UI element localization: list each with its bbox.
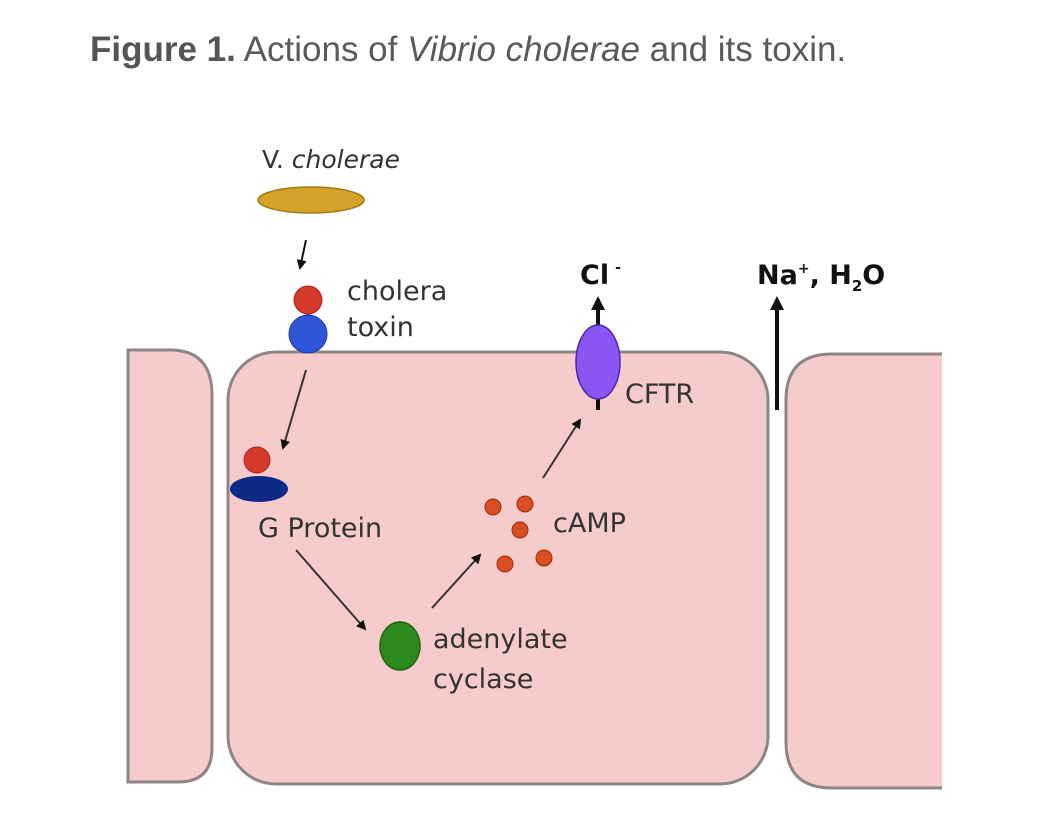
toxin-a-subunit [293, 285, 323, 315]
arrow-camp-to-cftr [542, 418, 582, 479]
right-cell [784, 352, 942, 790]
cftr-channel [575, 324, 621, 400]
arrow-adenylate-cyclase-to-camp [431, 553, 482, 609]
toxin-b-subunit [288, 314, 328, 354]
toxin-label-line1: cholera [347, 276, 447, 307]
adenylate-label-line2: cyclase [433, 664, 533, 695]
arrow-g-protein-to-adenylate-cyclase [295, 549, 367, 631]
chloride-label: Cl- [580, 260, 621, 291]
adenylate-cyclase [379, 621, 421, 671]
organism-label: V. cholerae [262, 145, 400, 174]
cftr-label: CFTR [625, 379, 694, 410]
adenylate-label-line1: adenylate [433, 624, 568, 655]
vibrio-cholerae-bacterium [257, 186, 365, 214]
arrow-toxin-to-g-protein [280, 369, 307, 450]
camp-molecule [535, 549, 553, 567]
sodium-water-label: Na+, H2O [757, 260, 885, 295]
g-protein-toxin-subunit [243, 446, 271, 474]
caption-text-2: and its toxin. [639, 30, 847, 69]
camp-molecule [484, 498, 502, 516]
figure-caption: Figure 1. Actions of Vibrio cholerae and… [90, 30, 846, 70]
g-protein [230, 476, 288, 502]
caption-prefix: Figure 1. [90, 30, 236, 69]
g-protein-label: G Protein [258, 513, 382, 544]
left-cell [126, 348, 214, 784]
camp-molecule [496, 555, 514, 573]
camp-molecules [484, 495, 553, 573]
camp-molecule [516, 495, 534, 513]
camp-molecule [511, 521, 529, 539]
caption-italic: Vibrio cholerae [407, 30, 640, 69]
arrow-bacterium-to-toxin [296, 239, 307, 270]
camp-label: cAMP [553, 508, 626, 539]
toxin-label-line2: toxin [347, 312, 414, 343]
caption-text-1: Actions of [235, 30, 408, 69]
